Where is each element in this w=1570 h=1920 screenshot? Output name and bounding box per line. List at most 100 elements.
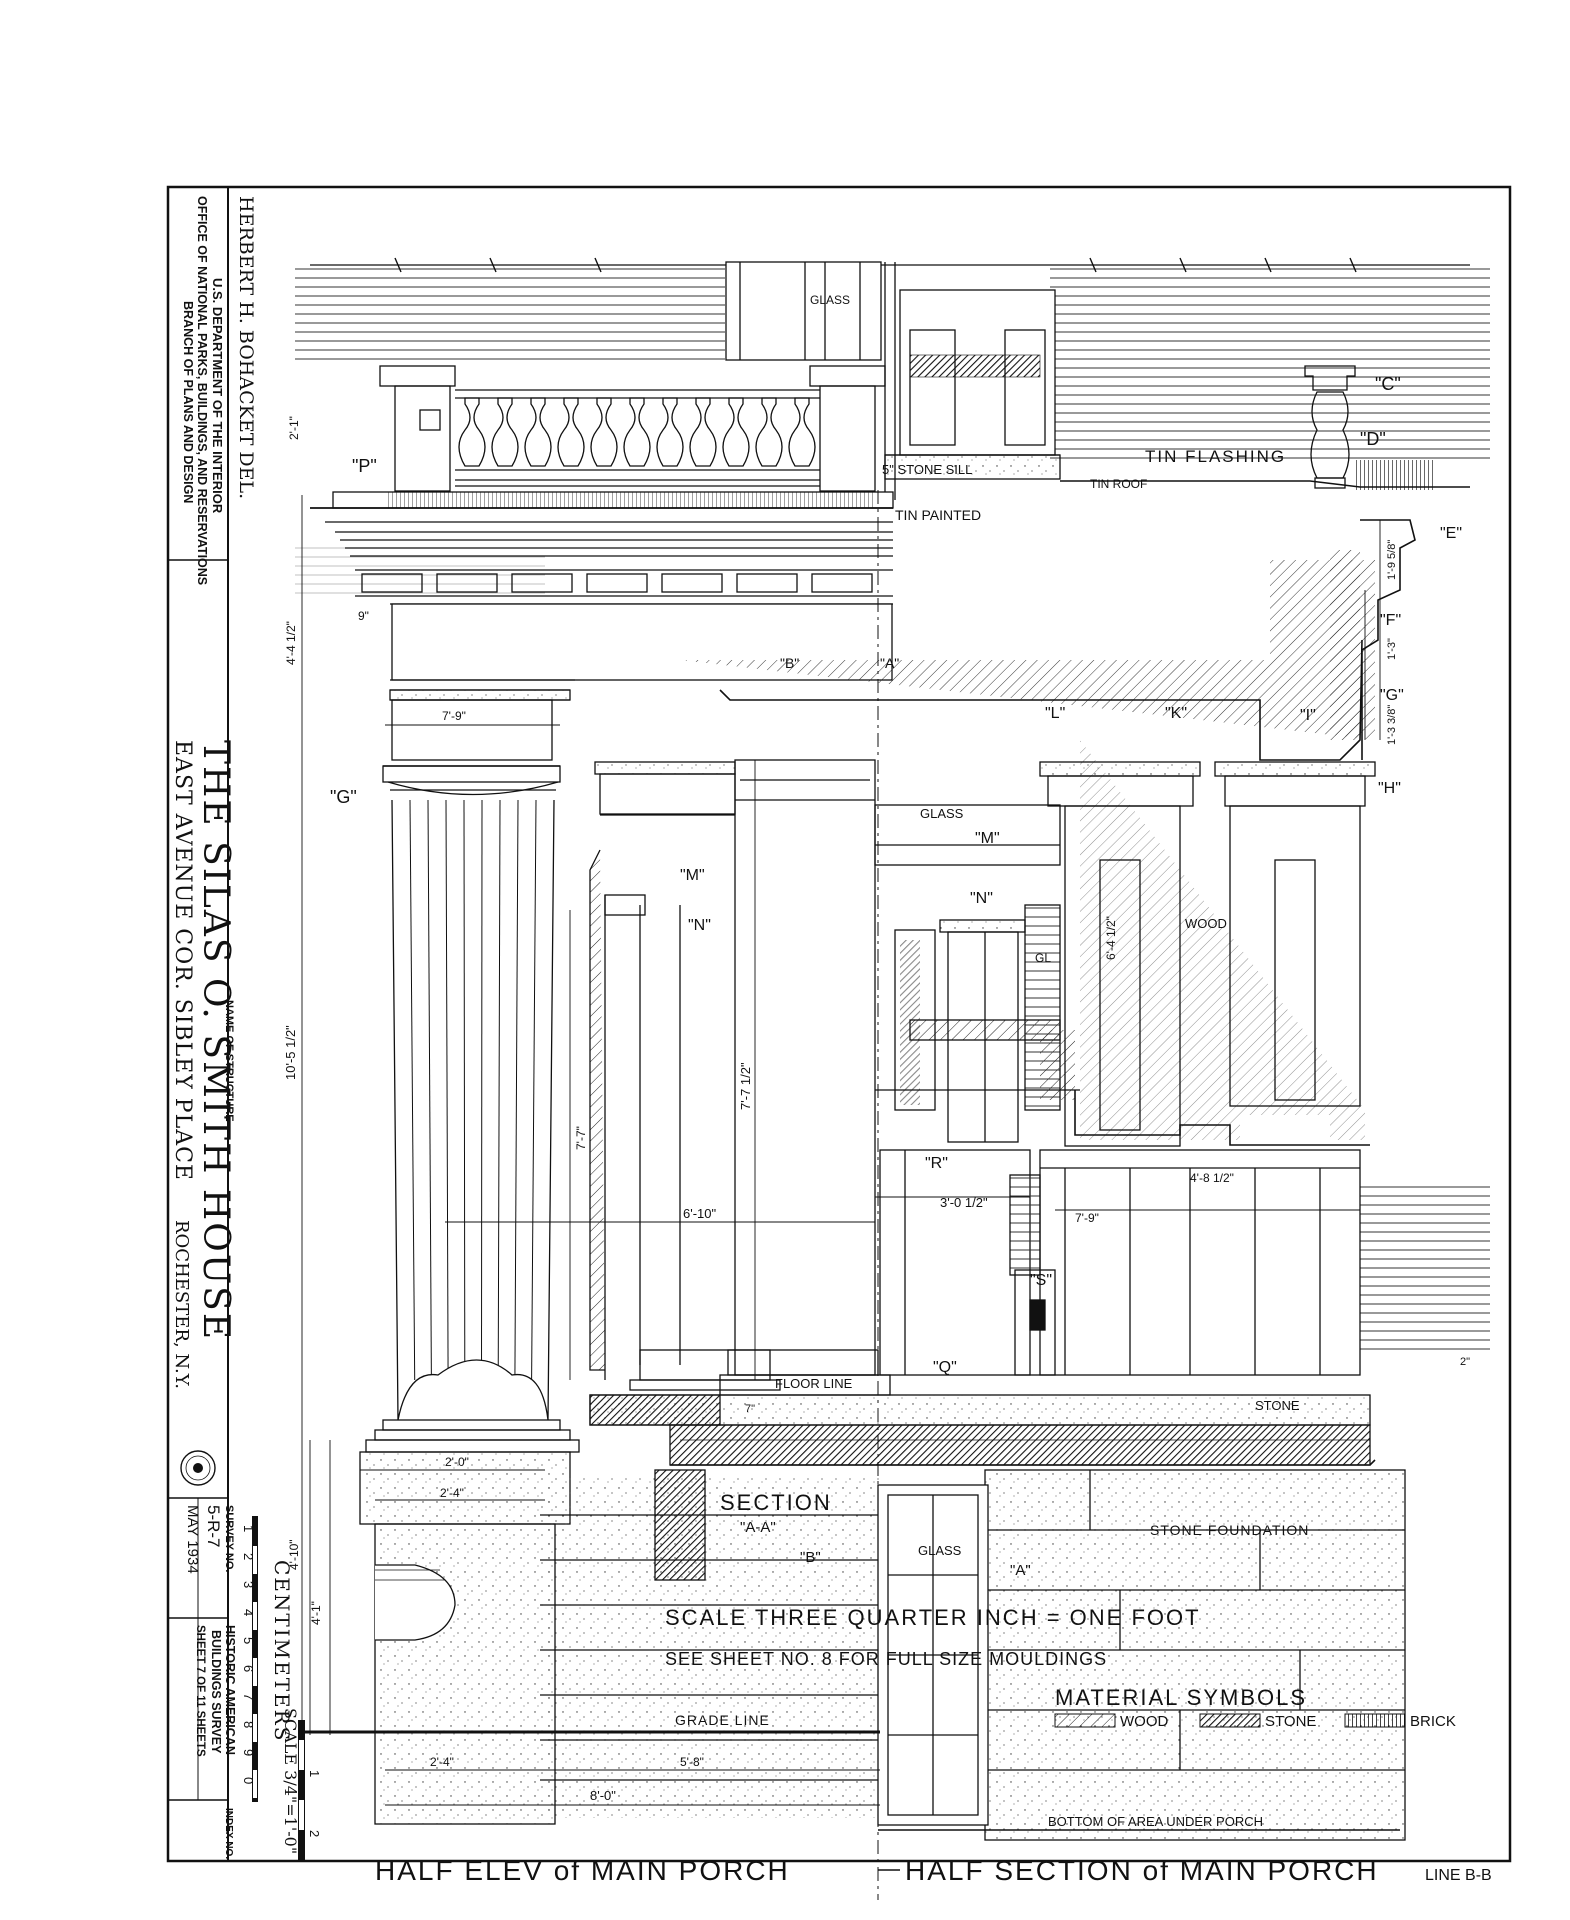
drawing-title-line: LINE B-B [1425,1867,1492,1884]
key-e: "E" [1440,525,1462,542]
survey-date: MAY 1934 [184,1505,201,1574]
key-g-right: "G" [1380,687,1404,704]
modillion [511,573,573,593]
survey-no: 5-R-7 [204,1505,223,1548]
survey-no-label: SURVEY NO. [223,1505,235,1572]
key-d: "D" [1360,429,1386,449]
dim-col-height: 7'-7 1/2" [738,1062,753,1110]
key-c: "C" [1375,374,1401,394]
baluster [722,397,750,467]
porch-drawing [295,257,1490,1900]
modillion [811,573,873,593]
agency-line-1: U.S. DEPARTMENT OF THE INTERIOR [210,278,225,514]
cornice-profile-right [1330,519,1416,760]
section-label: SECTION [720,1490,832,1515]
siding-upper-right [1050,262,1490,462]
dim-shaft: 7'-9" [442,709,466,723]
material-brick-label: BRICK [1410,1713,1456,1730]
dim-foundation-height: 4'-1" [309,1601,323,1625]
key-i: "I" [1300,707,1316,724]
entablature [310,491,894,701]
dim-base-width: 2'-0" [445,1455,469,1469]
baluster [689,397,717,467]
material-symbols-title: MATERIAL SYMBOLS [1055,1685,1307,1710]
modillion [736,573,798,593]
dim-span: 6'-10" [683,1206,717,1221]
column-flute [481,799,483,1381]
scale-cm-tick: 8 [241,1721,256,1728]
key-k: "K" [1165,705,1187,722]
dimension-labels: 10'-5 1/2" 7'-7 1/2" 7'-7" 6'-10" 2'-0" … [283,416,1470,1803]
material-wood-label: WOOD [1120,1713,1168,1730]
column-flute [463,799,466,1381]
dim-overall-height: 10'-5 1/2" [283,1025,298,1080]
baluster [491,397,519,467]
dim-balustrade: 2'-1" [287,416,301,440]
key-n-left: "N" [688,917,711,934]
baluster [524,397,552,467]
label-tin-roof: TIN ROOF [1090,477,1147,491]
key-m-right: "M" [975,830,1000,847]
key-q: "Q" [933,1359,957,1376]
modillion [586,573,648,593]
stone-swatch [1199,1713,1261,1728]
modillion [661,573,723,593]
material-stone-label: STONE [1265,1713,1316,1730]
wood-swatch [1054,1713,1116,1728]
baluster [590,397,618,467]
label-glass-top: GLASS [810,293,850,307]
detail-baluster-d [1304,365,1356,489]
dim-panel-sum: 4'-8 1/2" [1190,1171,1234,1185]
column-flute [514,799,519,1381]
baluster [656,397,684,467]
agency-line-3: BRANCH OF PLANS AND DESIGN [181,301,195,503]
label-glass-mid: GLASS [920,806,964,821]
siding-right [1360,1180,1490,1350]
structure-city: ROCHESTER, N.Y. [171,1220,192,1389]
siding-upper-left [295,262,725,367]
key-s: "S" [1030,1272,1052,1289]
key-n-right: "N" [970,890,993,907]
doric-column [365,699,580,1453]
label-stone-sill: 5" STONE SILL [882,462,972,477]
drawing-title-left: HALF ELEV of MAIN PORCH [375,1855,790,1886]
dim-door-width: 3'-0 1/2" [940,1195,988,1210]
key-m-left: "M" [680,867,705,884]
dim-cornice-3: 1'-3 3/8" [1386,705,1398,745]
structure-address: EAST AVENUE COR. SIBLEY PLACE [170,740,195,1181]
key-r: "R" [925,1155,948,1172]
column-flute [445,799,449,1381]
agency-line-2: OFFICE OF NATIONAL PARKS, BUILDINGS, AND… [195,196,209,585]
brick-swatch [1344,1713,1406,1728]
balustrade [379,365,886,492]
label-tin-flashing: TIN FLASHING [1145,447,1286,466]
baluster [788,397,816,467]
basement-window [877,1484,989,1826]
see-sheet-note: SEE SHEET NO. 8 FOR FULL SIZE MOULDINGS [665,1649,1107,1669]
label-floor-line: FLOOR LINE [775,1376,853,1391]
label-glass-basement: GLASS [918,1543,962,1558]
scale-cm-tick: 6 [241,1665,256,1672]
dim-ground-total: 8'-0" [590,1788,616,1803]
scale-cm-tick: 0 [241,1777,256,1784]
label-stone-foundation: STONE FOUNDATION [1150,1522,1309,1538]
index-no-label: INDEX NO. [223,1808,234,1859]
dim-pedestal-width: 2'-4" [440,1486,464,1500]
key-b-top: "B" [780,655,799,671]
column-flute [497,799,501,1381]
section-sub-label: "A-A" [740,1519,776,1536]
baluster [755,397,783,467]
key-a-top: "A" [880,655,899,671]
stone-foundation [984,1469,1406,1841]
habs-seal [180,1450,216,1486]
sheet-border [166,185,1512,1863]
key-p: "P" [352,456,377,476]
survey-name-line-1: HISTORIC AMERICAN [223,1625,237,1755]
drawing-title-right: HALF SECTION of MAIN PORCH [905,1855,1379,1886]
dim-entablature: 4'-4 1/2" [284,621,298,665]
baluster [458,397,486,467]
column-flute [409,799,416,1381]
column-flute [427,799,432,1381]
label-tin-painted: TIN PAINTED [895,507,981,523]
